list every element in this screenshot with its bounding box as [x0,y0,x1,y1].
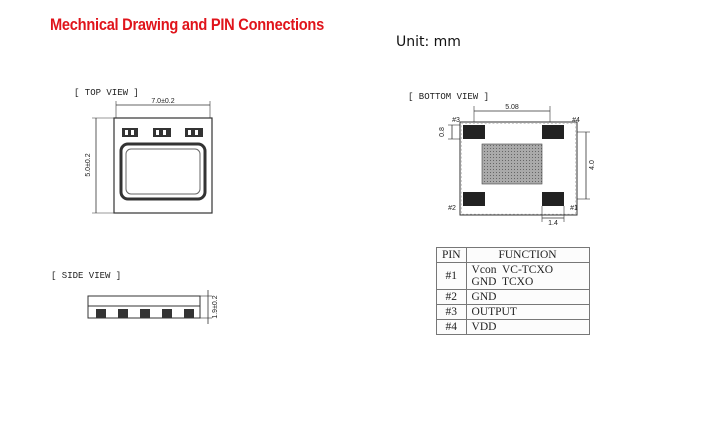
table-header-row: PIN FUNCTION [436,247,590,263]
side-view-label: [ SIDE VIEW ] [51,271,122,281]
top-view-height-dim: 5.0±0.2 [85,153,92,176]
function-cell: OUTPUT [465,304,590,320]
pin-cell: #4 [436,319,467,335]
table-row: #2 GND [436,289,590,305]
function-line: GND TCXO [471,276,534,288]
bottom-view-height-dim: 4.0 [589,160,596,170]
top-view-width-dim: 7.0±0.2 [151,98,174,105]
top-view-drawing: 7.0±0.2 5.0±0.2 [85,98,213,214]
pin-cell: #2 [436,289,467,305]
table-row: #4 VDD [436,319,590,335]
side-view-height-dim: 1.9±0.2 [212,295,219,318]
function-cell: GND [465,289,590,305]
function-line: Vcon VC-TCXO [471,264,554,276]
bottom-view-pad-width-dim: 1.4 [548,220,558,227]
bottom-view-pad-height-dim: 0.8 [439,127,446,137]
pin-cell: #1 [436,262,467,290]
pin-function-table: PIN FUNCTION #1 Vcon VC-TCXO GND TCXO #2… [436,247,590,335]
pin4-label: #4 [572,117,580,124]
table-row: #3 OUTPUT [436,304,590,320]
function-cell: VDD [465,319,590,335]
page-title: Mechnical Drawing and PIN Connections [50,15,324,34]
pin1-label: #1 [570,205,578,212]
side-view-drawing: 1.9±0.2 [87,290,219,324]
function-column-header: FUNCTION [465,247,590,263]
pin3-label: #3 [452,117,460,124]
unit-label: Unit: mm [396,34,461,50]
pin-column-header: PIN [436,247,467,263]
function-cell: Vcon VC-TCXO GND TCXO [465,262,590,290]
bottom-view-drawing: 5.08 #3 #4 #2 #1 0.8 4.0 1.4 [439,104,596,227]
bottom-view-width-dim: 5.08 [505,104,519,111]
table-row: #1 Vcon VC-TCXO GND TCXO [436,262,590,290]
pin2-label: #2 [448,205,456,212]
top-view-label: [ TOP VIEW ] [74,88,139,98]
pin-cell: #3 [436,304,467,320]
bottom-view-label: [ BOTTOM VIEW ] [408,92,490,102]
